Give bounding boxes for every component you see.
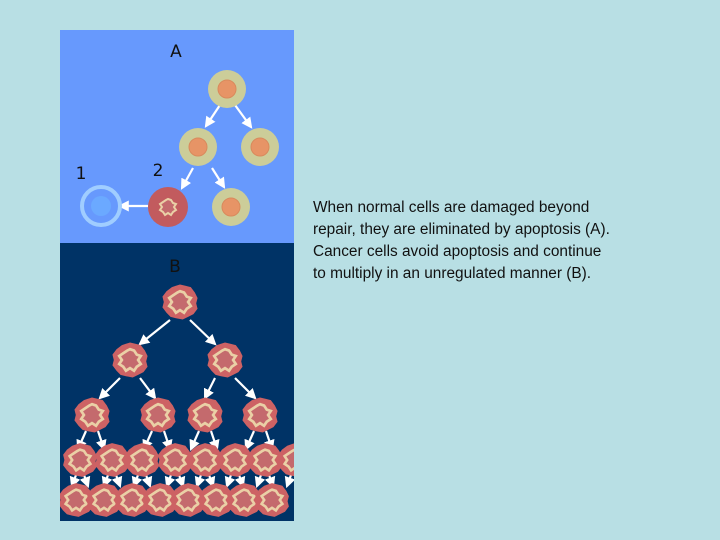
- normal-cell: [208, 70, 246, 108]
- arrow-b: [208, 430, 220, 452]
- arrow-b: [234, 377, 257, 400]
- arrow-a-2: [234, 104, 253, 129]
- arrow-b: [189, 430, 201, 452]
- apoptotic-cell: [80, 185, 122, 227]
- arrow-a-4: [211, 167, 226, 189]
- arrow-b: [174, 474, 186, 489]
- arrow-b: [224, 474, 236, 489]
- arrow-b: [204, 474, 216, 489]
- cancer-cell: [60, 483, 93, 517]
- cell-1-label: 1: [76, 164, 87, 184]
- arrow-b: [194, 474, 206, 489]
- panel-b-label: B: [169, 257, 181, 277]
- cell-2-label: 2: [153, 161, 164, 181]
- arrow-a-3: [180, 167, 194, 190]
- damaged-cell: [148, 187, 188, 227]
- panel-a-label: A: [170, 42, 182, 62]
- arrow-b: [189, 319, 217, 346]
- panel-a-cells: [80, 70, 279, 227]
- arrow-b: [139, 377, 157, 400]
- arrow-b: [254, 474, 266, 489]
- arrow-b: [138, 319, 171, 346]
- arrow-a-1: [204, 104, 221, 128]
- arrow-b: [69, 474, 81, 489]
- arrow-b: [95, 430, 107, 452]
- arrow-b: [111, 474, 123, 489]
- panel-a-arrows: [117, 104, 253, 212]
- apoptosis-figure: A 1 2 B: [60, 30, 294, 521]
- arrow-b: [79, 474, 91, 489]
- arrow-b: [164, 474, 176, 489]
- normal-cell: [212, 188, 250, 226]
- arrow-b: [284, 474, 294, 489]
- arrow-b: [244, 430, 256, 452]
- arrow-b: [204, 377, 216, 400]
- normal-cell: [179, 128, 217, 166]
- arrow-b: [141, 474, 153, 489]
- normal-cell: [241, 128, 279, 166]
- arrow-b: [98, 377, 121, 400]
- figure-canvas: A 1 2 B: [60, 30, 294, 521]
- caption-text: When normal cells are damaged beyond rep…: [313, 199, 610, 282]
